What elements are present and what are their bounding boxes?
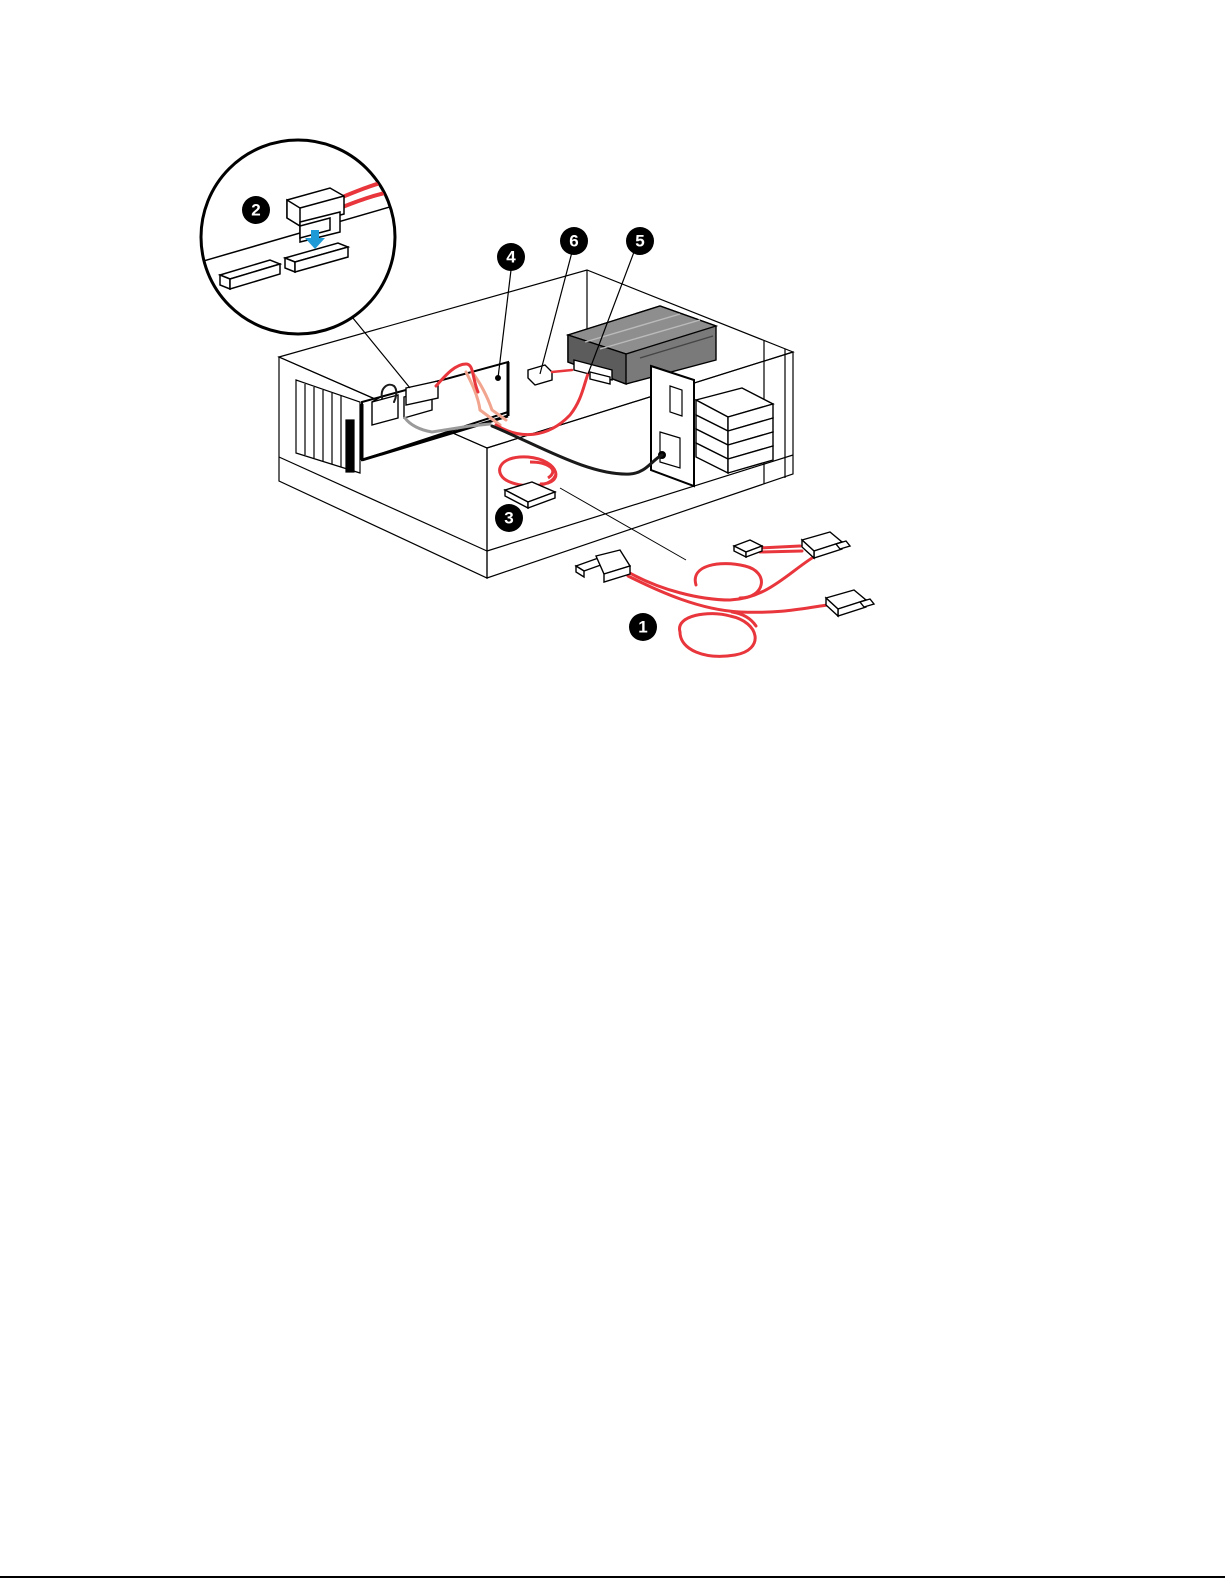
callout-1: 1 bbox=[629, 613, 657, 641]
leader-line-3 bbox=[560, 488, 686, 560]
callout-5-label: 5 bbox=[635, 232, 644, 251]
expansion-slots bbox=[296, 380, 360, 473]
drive-backplane bbox=[651, 366, 694, 486]
callout-6-label: 6 bbox=[569, 232, 578, 251]
detail-inset bbox=[200, 140, 410, 388]
optical-drive bbox=[568, 306, 716, 384]
fanout-connectors bbox=[576, 532, 874, 616]
callout-1-label: 1 bbox=[638, 618, 647, 637]
callout-6: 6 bbox=[560, 227, 588, 255]
page-footer-rule bbox=[0, 1576, 1225, 1578]
callout-5: 5 bbox=[626, 227, 654, 255]
callout-3-label: 3 bbox=[504, 509, 513, 528]
hard-drive-stack bbox=[696, 388, 773, 473]
callout-4-label: 4 bbox=[506, 248, 516, 267]
callout-2-label: 2 bbox=[251, 201, 260, 220]
callout-3: 3 bbox=[495, 504, 523, 532]
fanout-cable-1 bbox=[628, 546, 838, 656]
callout-2: 2 bbox=[242, 196, 270, 224]
coiled-cable-3 bbox=[500, 457, 556, 508]
power-connector bbox=[528, 365, 552, 385]
callout-4: 4 bbox=[497, 243, 525, 271]
